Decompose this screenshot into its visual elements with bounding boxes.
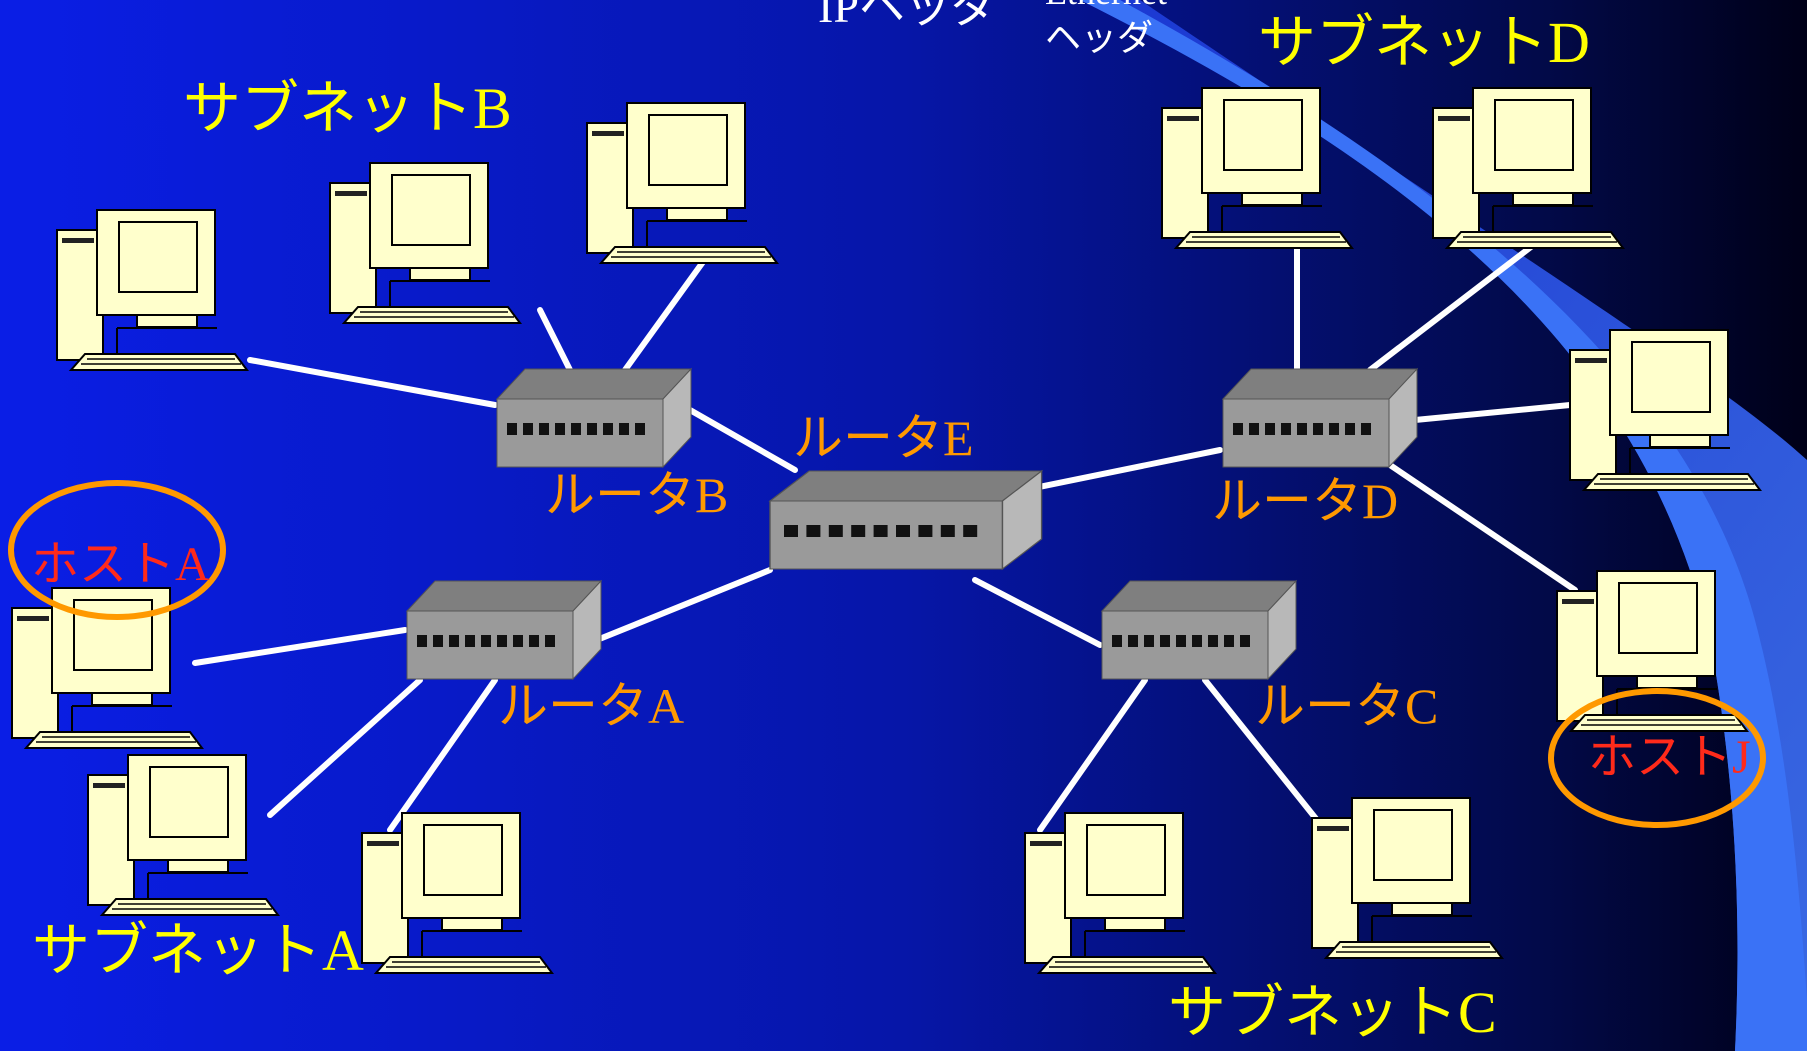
router-b-label: ルータB — [545, 467, 728, 523]
router-e-icon — [769, 470, 1043, 570]
link-e-c — [972, 577, 1103, 648]
router-a-label: ルータA — [498, 678, 684, 734]
router-d-label: ルータD — [1212, 473, 1398, 529]
link-d3 — [1412, 402, 1573, 423]
router-icon — [496, 368, 692, 468]
ethernet-header-label-line1: Ethernet — [1045, 0, 1167, 12]
subnet-b-label: サブネットB — [183, 76, 512, 141]
router-icon — [1101, 580, 1297, 680]
router-icon — [406, 580, 602, 680]
subnet-d-label: サブネットD — [1258, 10, 1590, 75]
network-links — [192, 237, 1578, 833]
host-j-label: ホストJ — [1588, 731, 1751, 784]
link-a-e — [594, 567, 773, 643]
link-b3 — [622, 252, 711, 373]
host-a-highlight — [8, 480, 226, 620]
link-d2 — [1367, 237, 1543, 373]
link-a2 — [267, 677, 423, 818]
link-c1 — [1037, 677, 1148, 833]
host-a-label: ホストA — [31, 538, 210, 591]
link-b-e — [687, 407, 798, 473]
router-e-label: ルータE — [793, 410, 974, 466]
link-a1 — [192, 627, 408, 666]
ethernet-header-label-line2: ヘッダ — [1045, 18, 1153, 58]
subnet-a-label: サブネットA — [32, 918, 364, 983]
router-c-label: ルータC — [1255, 678, 1438, 734]
subnet-c-label: サブネットC — [1168, 980, 1497, 1045]
link-b2 — [537, 307, 573, 373]
link-c2 — [1202, 677, 1328, 833]
ip-header-label: IPヘッダ — [818, 0, 997, 32]
host-j-highlight — [1548, 688, 1766, 828]
link-a3 — [387, 677, 498, 833]
link-b1 — [247, 357, 498, 408]
link-d4 — [1387, 462, 1578, 593]
router-icon — [1222, 368, 1418, 468]
